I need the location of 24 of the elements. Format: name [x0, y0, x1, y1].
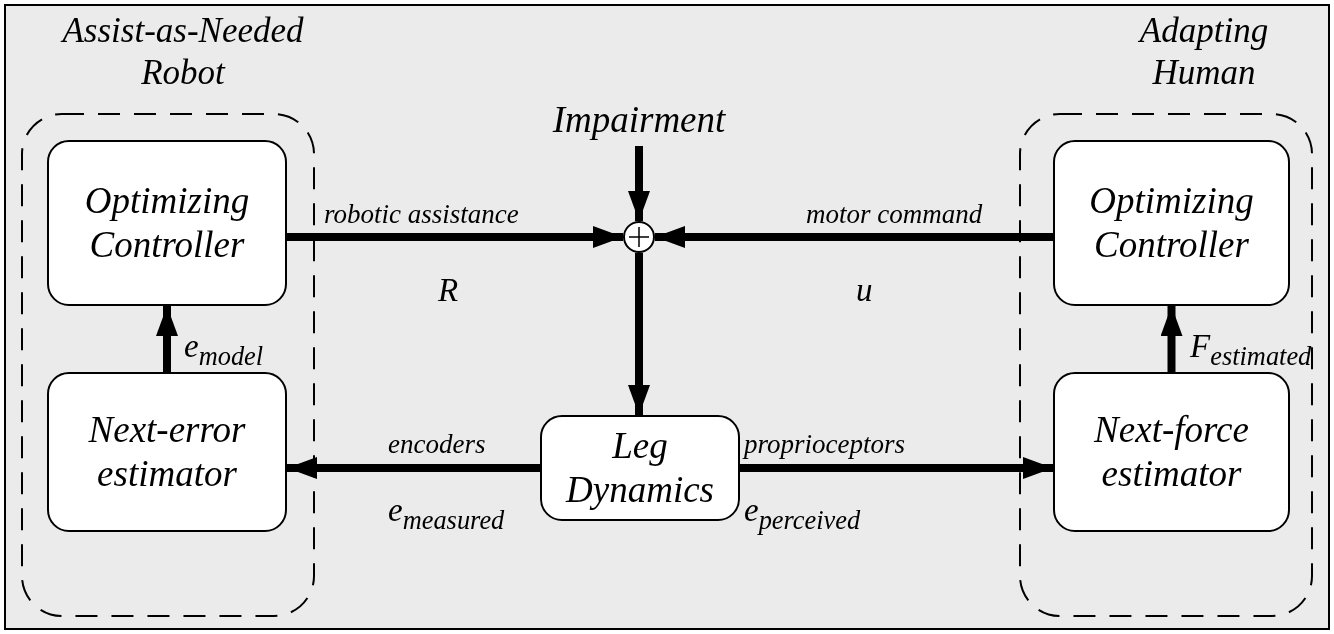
arrow: [655, 226, 1053, 248]
edge-label: robotic assistance: [324, 200, 519, 230]
arrow: [287, 457, 540, 479]
arrow: [287, 226, 623, 248]
input-label: Impairment: [552, 98, 726, 142]
edge-label: proprioceptors: [744, 430, 905, 460]
arrow: [156, 306, 178, 372]
signal-label: R: [438, 272, 459, 309]
arrow: [628, 253, 650, 415]
process-box: Optimizing Controller: [1053, 140, 1290, 306]
process-box: Next-force estimator: [1053, 372, 1290, 532]
edge-label: encoders: [388, 430, 486, 460]
process-box: Leg Dynamics: [540, 415, 740, 521]
signal-label: e$_{measured}$: [388, 492, 505, 535]
process-box: Optimizing Controller: [47, 140, 287, 306]
arrow: [1160, 306, 1183, 372]
signal-label: u: [856, 272, 873, 309]
group-title: Adapting Human: [1137, 10, 1270, 94]
group-title: Assist-as-Needed Robot: [59, 10, 305, 94]
edge-label: motor command: [806, 200, 983, 230]
edge-label: e$_{model}$: [184, 328, 264, 371]
signal-label: e$_{perceived}$: [744, 492, 861, 535]
process-box: Next-error estimator: [47, 372, 287, 532]
arrow: [740, 457, 1053, 479]
